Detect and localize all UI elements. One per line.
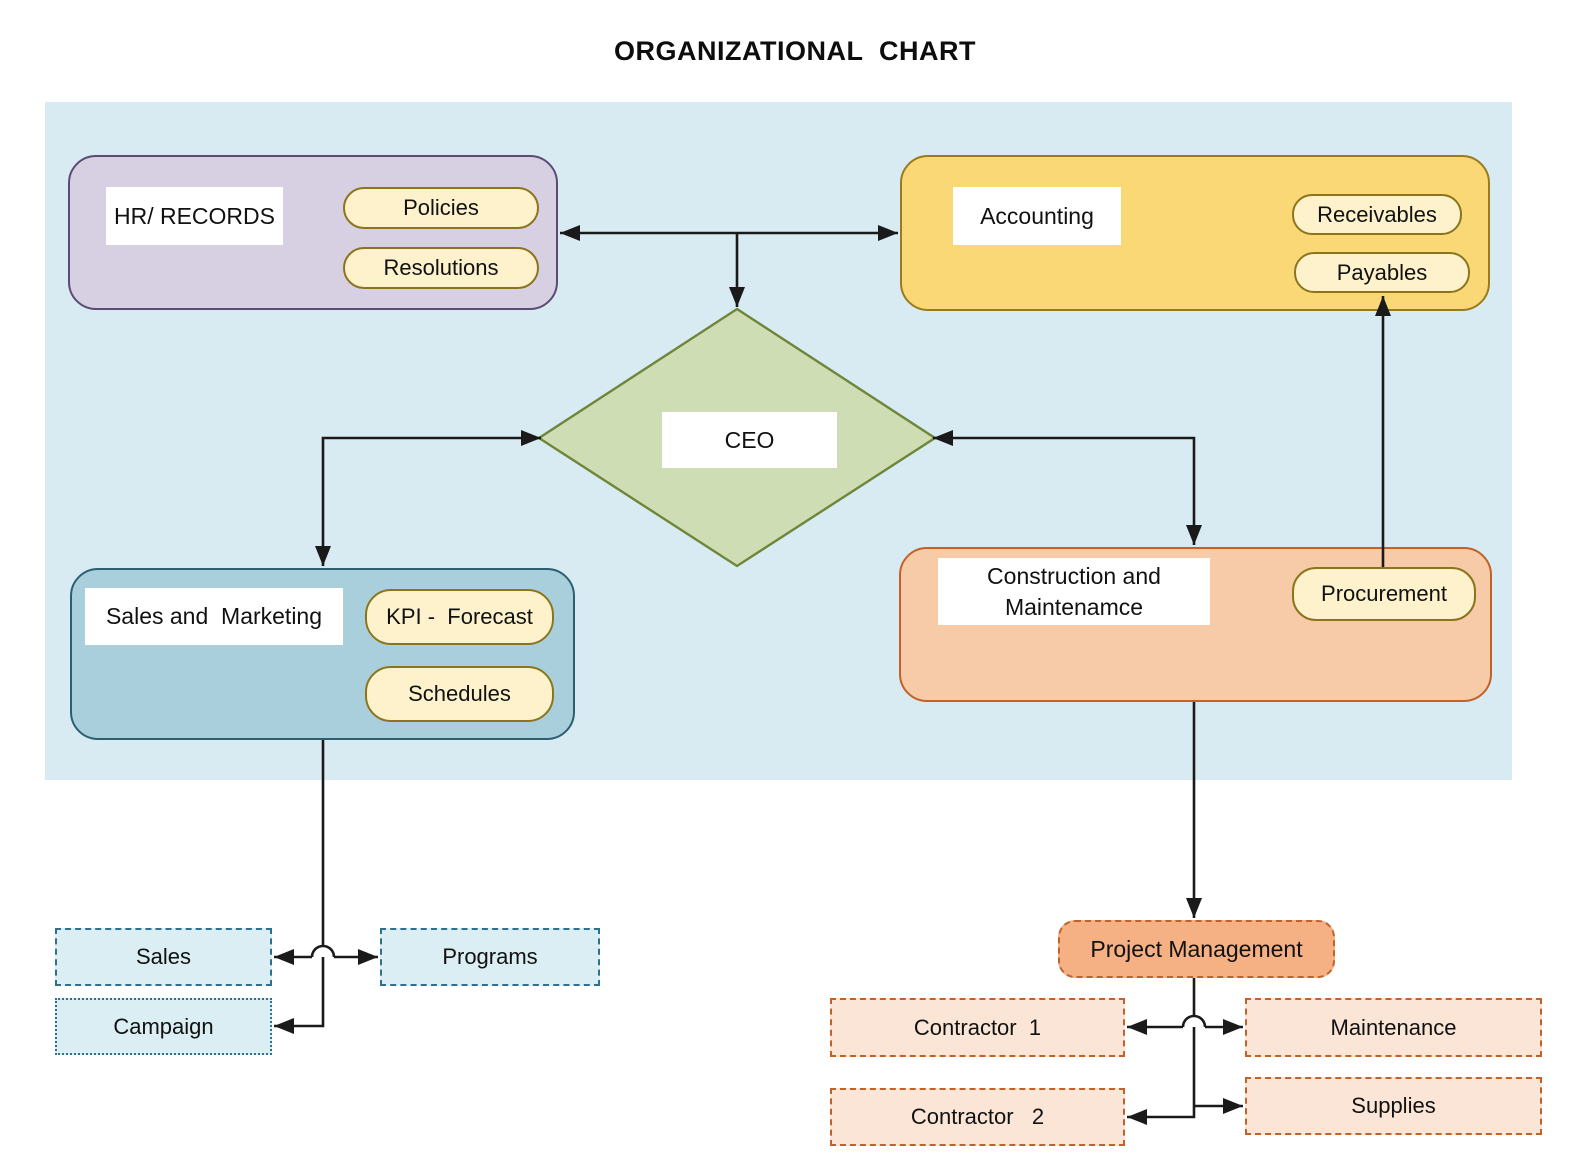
kpi-forecast-label: KPI - Forecast — [386, 604, 533, 629]
policies-pill: Policies — [343, 187, 539, 229]
project-management-box: Project Management — [1058, 920, 1335, 978]
schedules-pill: Schedules — [365, 666, 554, 722]
campaign-label: Campaign — [113, 1013, 214, 1039]
page-title: ORGANIZATIONAL CHART — [614, 36, 976, 66]
receivables-label: Receivables — [1317, 201, 1437, 227]
campaign-box: Campaign — [55, 998, 272, 1055]
kpi-forecast-pill: KPI - Forecast — [365, 589, 554, 645]
sales-label: Sales — [135, 944, 192, 969]
resolutions-label: Resolutions — [383, 255, 499, 280]
ceo-title: CEO — [662, 412, 837, 468]
construction-text-line1: Construction and — [987, 562, 1161, 589]
maintenance-label: Maintenance — [1330, 1014, 1457, 1040]
payables-pill: Payables — [1294, 252, 1470, 293]
sales-marketing-title: Sales and Marketing — [85, 588, 343, 645]
hr-records-text: HR/ RECORDS — [113, 202, 275, 229]
hr-records-title: HR/ RECORDS — [106, 187, 283, 245]
construction-title: Construction and Maintenamce — [938, 558, 1210, 625]
resolutions-pill: Resolutions — [343, 247, 539, 289]
sales-marketing-text: Sales and Marketing — [105, 603, 323, 629]
accounting-text: Accounting — [980, 202, 1094, 229]
programs-label: Programs — [442, 944, 538, 969]
supplies-label: Supplies — [1351, 1093, 1436, 1118]
supplies-box: Supplies — [1245, 1077, 1542, 1135]
construction-text-line2: Maintenamce — [1004, 593, 1144, 620]
contractor-2-box: Contractor 2 — [830, 1088, 1125, 1146]
schedules-label: Schedules — [408, 681, 511, 706]
procurement-label: Procurement — [1321, 581, 1447, 606]
project-management-label: Project Management — [1090, 935, 1303, 962]
accounting-title: Accounting — [953, 187, 1121, 245]
maintenance-box: Maintenance — [1245, 998, 1542, 1057]
programs-box: Programs — [380, 928, 600, 986]
contractor-2-label: Contractor 2 — [910, 1104, 1045, 1129]
contractor-1-label: Contractor 1 — [913, 1014, 1042, 1040]
sales-box: Sales — [55, 928, 272, 986]
payables-label: Payables — [1336, 259, 1428, 285]
policies-label: Policies — [403, 195, 479, 220]
contractor-1-box: Contractor 1 — [830, 998, 1125, 1057]
procurement-pill: Procurement — [1292, 567, 1476, 621]
ceo-text: CEO — [724, 426, 775, 453]
receivables-pill: Receivables — [1292, 194, 1462, 235]
